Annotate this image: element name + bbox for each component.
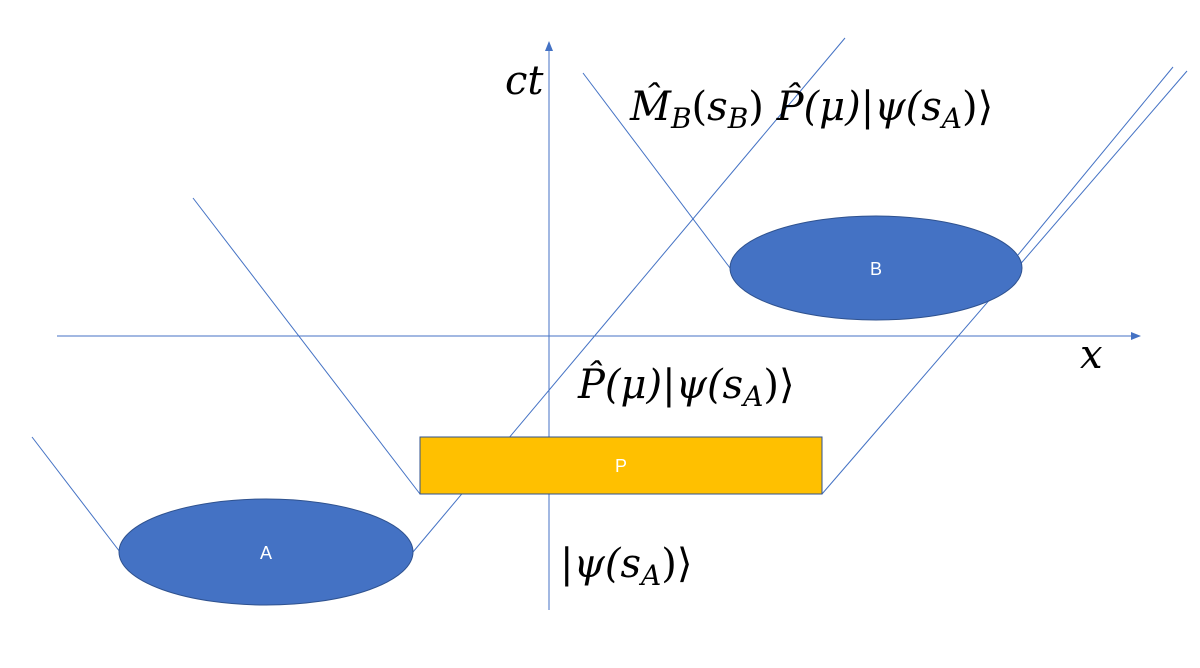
projector-box (419, 436, 823, 495)
light-line-b-left (582, 72, 731, 269)
node-b-label: B (870, 259, 882, 279)
projector-label: P (615, 456, 627, 476)
node-a-ellipse (118, 498, 414, 606)
node-b-ellipse (729, 215, 1023, 321)
projected-state-label: P̂(μ)|ψ(sA)⟩ (577, 362, 795, 413)
light-line-a-left (31, 436, 121, 553)
initial-state-label: |ψ(sA)⟩ (560, 541, 692, 592)
light-line-p-left (192, 197, 421, 495)
light-line-b-right (1017, 66, 1174, 256)
ct-axis-label: ct (505, 58, 544, 104)
node-a-label: A (260, 543, 272, 563)
x-axis-label: x (1080, 332, 1103, 378)
measured-state-label: M̂B(sB) P̂(μ)|ψ(sA)⟩ (629, 84, 993, 135)
